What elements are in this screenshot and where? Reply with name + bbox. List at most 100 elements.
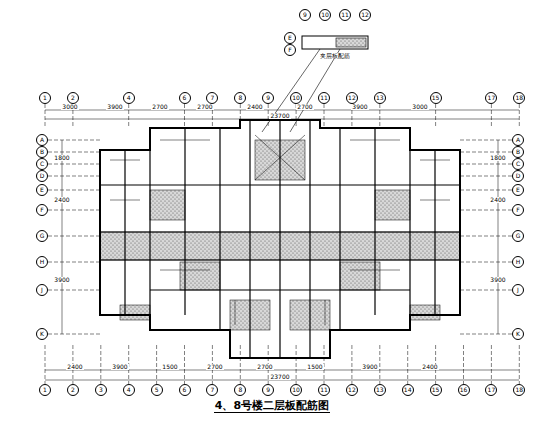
grid-line (45, 104, 46, 126)
grid-bubble: 4 (123, 384, 135, 396)
grid-bubble: 3 (95, 384, 107, 396)
grid-bubble: 13 (374, 384, 386, 396)
dimension-text: 3900 (351, 104, 368, 110)
grid-bubble: 4 (123, 92, 135, 104)
axis-label: F (516, 207, 519, 213)
grid-bubble: 2 (67, 384, 79, 396)
axis-label: F (288, 47, 291, 53)
axis-label: 11 (320, 95, 328, 101)
axis-label: 8 (238, 387, 242, 393)
grid-bubble: 9 (262, 384, 274, 396)
grid-line (379, 104, 380, 126)
grid-line (48, 164, 100, 165)
grid-line (460, 176, 512, 177)
grid-line (460, 334, 512, 335)
axis-label: H (40, 259, 45, 265)
dimension-text: 2400 (489, 197, 506, 203)
grid-line (48, 152, 100, 153)
grid-line (128, 104, 129, 126)
grid-bubble: 6 (179, 92, 191, 104)
grid-line (184, 345, 185, 384)
axis-label: 10 (292, 387, 300, 393)
axis-label: 15 (432, 387, 440, 393)
grid-bubble: D (512, 170, 524, 182)
grid-bubble: 11 (318, 384, 330, 396)
axis-label: E (40, 187, 44, 193)
dimension-text: 1800 (489, 155, 506, 161)
axis-label: C (516, 161, 520, 167)
dimension-text: 1800 (53, 155, 70, 161)
grid-bubble: 14 (402, 384, 414, 396)
dimension-text: 3900 (489, 277, 506, 283)
axis-label: F (40, 207, 43, 213)
axis-label: 17 (488, 95, 496, 101)
grid-bubble: C (512, 158, 524, 170)
axis-label: H (516, 259, 521, 265)
grid-bubble: 16 (458, 384, 470, 396)
axis-label: 14 (404, 387, 412, 393)
grid-bubble: 13 (374, 92, 386, 104)
axis-label: 15 (432, 95, 440, 101)
axis-label: 10 (292, 95, 300, 101)
grid-line (48, 140, 100, 141)
grid-line (324, 345, 325, 384)
grid-line (460, 290, 512, 291)
dimension-text: 2700 (206, 364, 223, 370)
axis-label: 9 (303, 12, 307, 18)
grid-line (491, 104, 492, 126)
grid-bubble: A (36, 134, 48, 146)
grid-bubble: E (512, 184, 524, 196)
grid-bubble: 1 (39, 92, 51, 104)
axis-label: 18 (515, 387, 523, 393)
grid-line (460, 164, 512, 165)
grid-bubble: A (512, 134, 524, 146)
grid-line (48, 190, 100, 191)
grid-bubble: D (36, 170, 48, 182)
grid-line (48, 290, 100, 291)
grid-line (460, 152, 512, 153)
grid-bubble: 9 (299, 9, 311, 21)
axis-label: 12 (348, 95, 356, 101)
dimension-text: 3900 (106, 104, 123, 110)
axis-label: 2 (71, 95, 75, 101)
grid-bubble: 8 (234, 92, 246, 104)
axis-label: 4 (127, 387, 131, 393)
axis-label: 8 (238, 95, 242, 101)
grid-line (240, 104, 241, 126)
grid-bubble: 17 (485, 92, 497, 104)
grid-bubble: 11 (339, 9, 351, 21)
grid-bubble: 6 (179, 384, 191, 396)
axis-label: 11 (341, 12, 349, 18)
grid-bubble: B (36, 146, 48, 158)
grid-bubble: 10 (319, 9, 331, 21)
grid-bubble: 12 (346, 92, 358, 104)
axis-label: 13 (376, 95, 384, 101)
axis-label: 9 (266, 387, 270, 393)
axis-label: 1 (43, 387, 47, 393)
grid-bubble: G (36, 230, 48, 242)
grid-bubble: C (36, 158, 48, 170)
grid-bubble: 5 (151, 384, 163, 396)
axis-label: D (40, 173, 45, 179)
axis-label: E (288, 35, 292, 41)
dimension-text: 1500 (161, 364, 178, 370)
grid-bubble: 1 (39, 384, 51, 396)
axis-label: J (41, 287, 43, 293)
dimension-text: 夹层板配筋 (319, 53, 351, 59)
axis-label: 3 (99, 387, 103, 393)
grid-line (351, 345, 352, 384)
dimension-text: 23700 (269, 374, 290, 380)
dimension-text: 3000 (61, 104, 78, 110)
grid-bubble: F (36, 204, 48, 216)
grid-line (379, 345, 380, 384)
dimension-text: 2700 (196, 104, 213, 110)
dimension-text: 1500 (306, 364, 323, 370)
grid-line (491, 345, 492, 384)
axis-label: 12 (348, 387, 356, 393)
axis-label: C (40, 161, 44, 167)
grid-bubble: 12 (346, 384, 358, 396)
dimension-text: 3900 (53, 277, 70, 283)
grid-line (100, 345, 101, 384)
axis-label: K (516, 331, 520, 337)
axis-label: A (516, 137, 520, 143)
